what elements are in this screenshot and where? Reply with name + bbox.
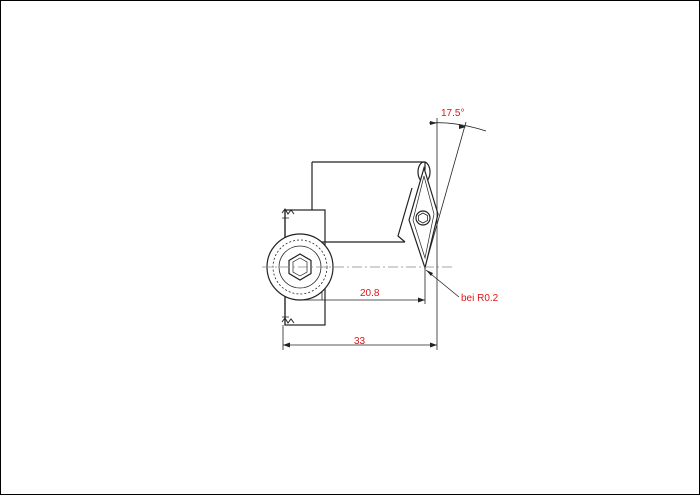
length-dimension-total: [282, 325, 437, 350]
angle-dimension: [424, 118, 487, 350]
radius-note: bei R0.2: [461, 293, 499, 304]
length-label-total: 33: [354, 336, 366, 347]
length-label-small: 20.8: [360, 288, 380, 299]
radius-leader: [425, 269, 460, 298]
angle-label: 17.5°: [441, 108, 464, 119]
cutting-insert: [408, 165, 439, 271]
length-dimension-small: [300, 268, 426, 304]
